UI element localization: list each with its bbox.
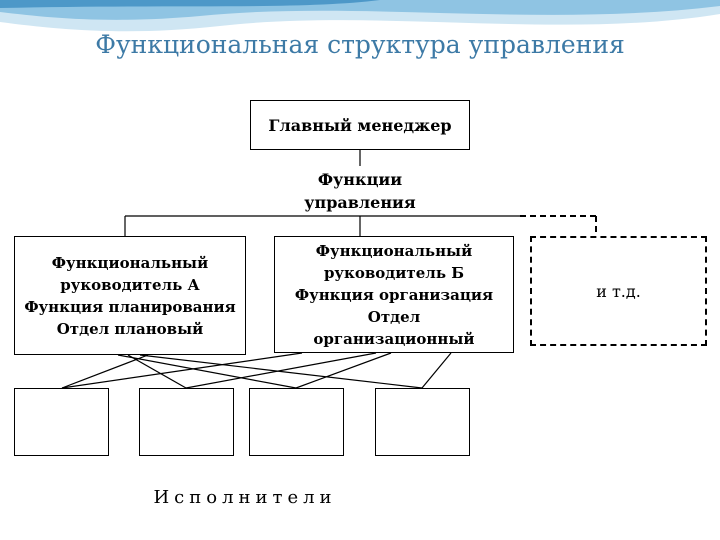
management-functions-label: Функции управления xyxy=(304,170,416,212)
chief-manager-label: Главный менеджер xyxy=(268,115,452,135)
executor-box xyxy=(139,388,234,456)
manager-b-box: Функциональный руководитель Б Функция ор… xyxy=(274,236,514,353)
page-title: Функциональная структура управления xyxy=(95,30,625,59)
chief-manager-box: Главный менеджер xyxy=(250,100,470,150)
manager-b-label: Функциональный руководитель Б Функция ор… xyxy=(294,241,494,348)
executor-box xyxy=(375,388,470,456)
executors-label: Исполнители xyxy=(153,487,337,508)
executor-box xyxy=(249,388,344,456)
manager-a-label: Функциональный руководитель А Функция пл… xyxy=(24,253,236,338)
header-wave-decoration xyxy=(0,0,720,32)
etc-box: и т.д. xyxy=(530,236,707,346)
etc-label: и т.д. xyxy=(596,281,641,301)
executor-box xyxy=(14,388,109,456)
manager-a-box: Функциональный руководитель А Функция пл… xyxy=(14,236,246,355)
